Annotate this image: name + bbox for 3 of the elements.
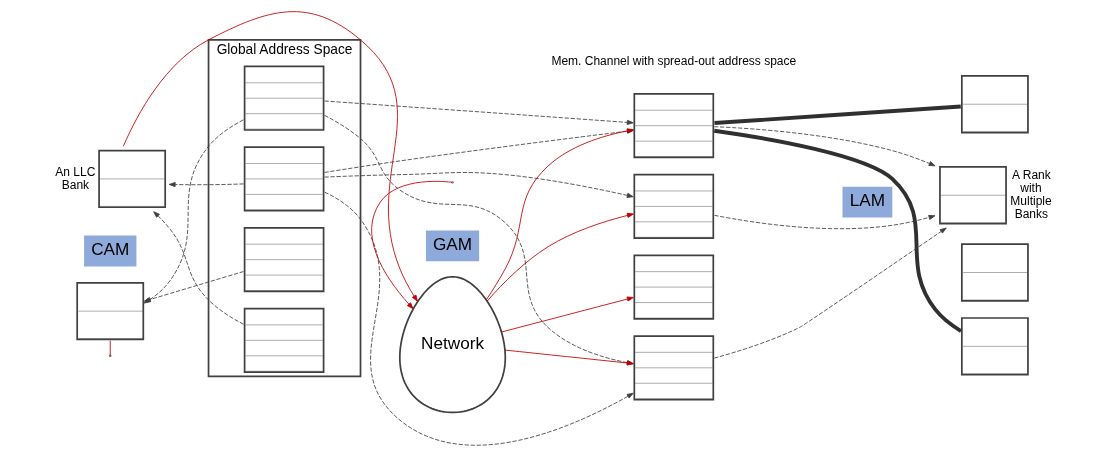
node-label: A Rank with Multiple Banks xyxy=(1010,168,1052,221)
node-label: An LLC Bank xyxy=(55,164,96,192)
label: Mem. Channel with spread-out address space xyxy=(551,54,797,69)
